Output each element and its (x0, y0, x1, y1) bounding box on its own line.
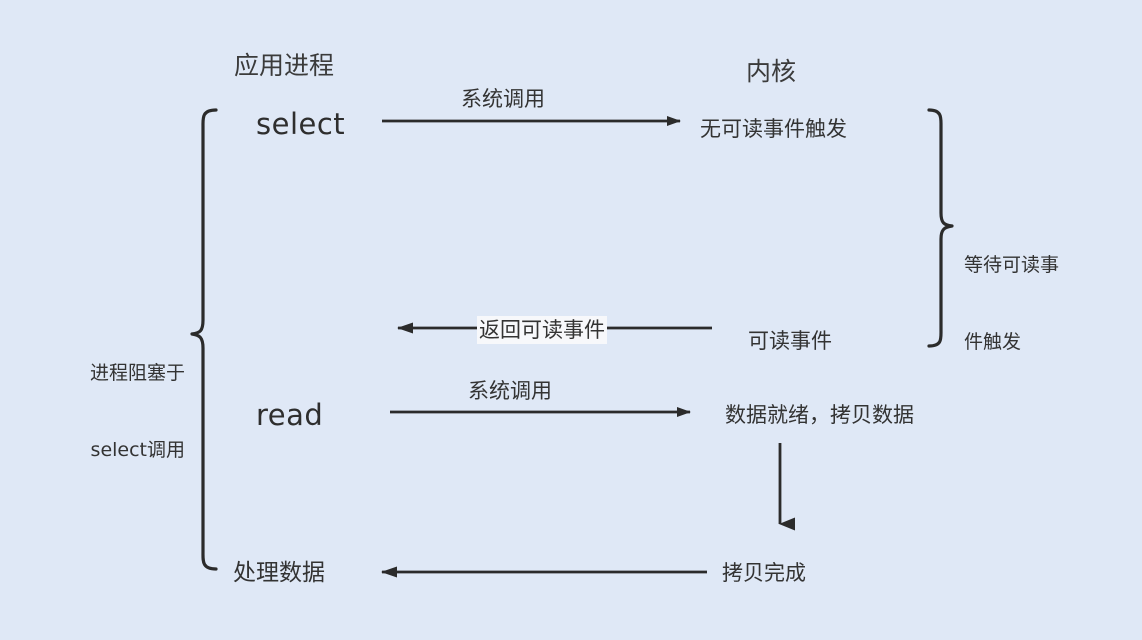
right-brace (927, 108, 954, 348)
node-process-data: 处理数据 (233, 560, 325, 586)
node-select-call: select (256, 107, 346, 141)
left-brace-label-line2: select调用 (90, 439, 185, 462)
right-brace-label-line1: 等待可读事 (964, 254, 1060, 277)
kernel-header: 内核 (746, 57, 797, 86)
node-data-ready-copy: 数据就绪，拷贝数据 (725, 403, 914, 427)
edge-label-syscall-read: 系统调用 (468, 379, 552, 403)
app-process-header: 应用进程 (234, 51, 335, 80)
edge-label-syscall-select: 系统调用 (461, 87, 545, 111)
left-brace-label: 进程阻塞于 select调用 (50, 310, 185, 515)
node-copy-done: 拷贝完成 (722, 561, 806, 585)
left-brace (190, 108, 218, 571)
left-brace-label-line1: 进程阻塞于 (89, 362, 185, 385)
right-brace-label: 等待可读事 件触发 (964, 202, 1084, 407)
right-brace-label-line2: 件触发 (964, 331, 1022, 354)
node-no-readable-event: 无可读事件触发 (700, 117, 847, 141)
edge-label-return-readable-event: 返回可读事件 (477, 316, 607, 345)
node-readable-event: 可读事件 (748, 329, 832, 353)
node-read-call: read (256, 398, 324, 432)
